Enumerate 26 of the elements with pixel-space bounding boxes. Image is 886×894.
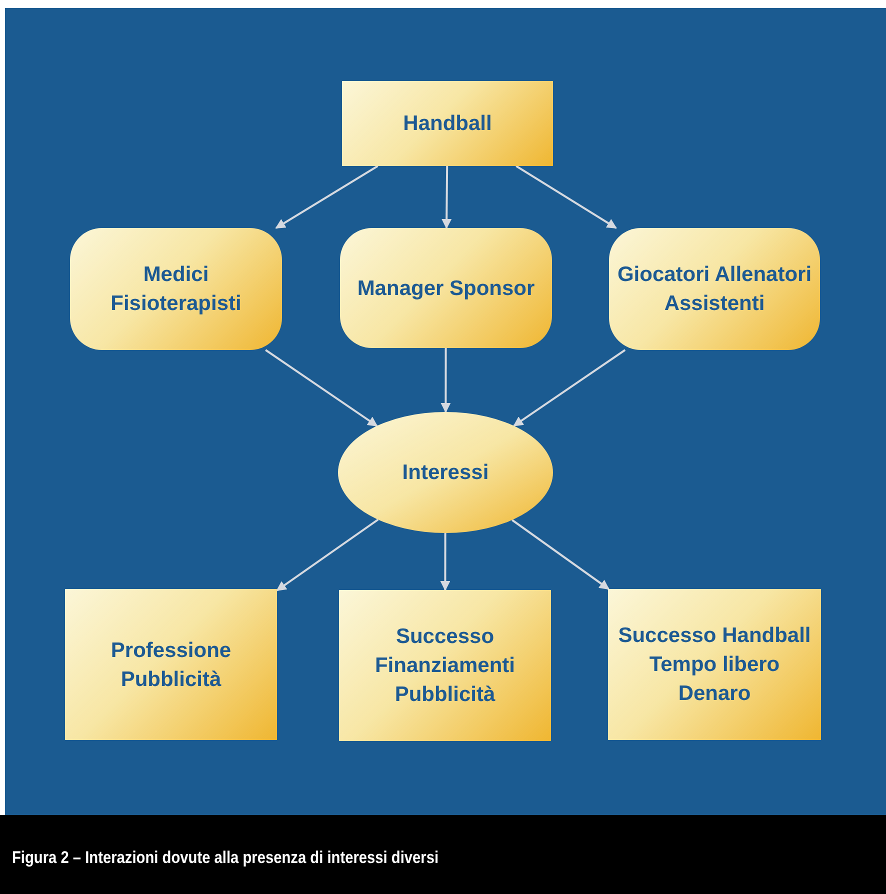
arrow <box>265 349 378 427</box>
ellipse-node <box>338 412 553 533</box>
node-label: Handball <box>402 111 493 137</box>
rounded-box <box>70 228 282 350</box>
process-box <box>608 589 821 740</box>
arrow <box>440 533 450 591</box>
arrow <box>275 165 378 229</box>
arrow <box>512 519 610 590</box>
process-box <box>342 81 553 166</box>
arrow <box>516 165 617 229</box>
node-label: Giocatori Allenatori Assistenti <box>616 262 813 317</box>
node-label: Professione Pubblicità <box>110 638 232 692</box>
rounded-box <box>609 228 820 350</box>
node-label: Medici Fisioterapisti <box>110 262 242 317</box>
rounded-box <box>340 228 552 348</box>
process-box <box>339 590 551 741</box>
arrow <box>442 166 452 229</box>
node-label: Interessi <box>401 460 490 486</box>
arrow <box>276 518 379 592</box>
arrow <box>513 349 626 427</box>
node-label: Manager Sponsor <box>356 276 536 302</box>
node-label: Successo Handball Tempo libero Denaro <box>617 623 812 707</box>
arrow <box>440 348 451 413</box>
process-box <box>65 589 277 740</box>
figure-caption: Figura 2 – Interazioni dovute alla presenza di interessi diversi <box>12 848 439 868</box>
node-label: Successo Finanziamenti Pubblicità <box>374 624 516 708</box>
